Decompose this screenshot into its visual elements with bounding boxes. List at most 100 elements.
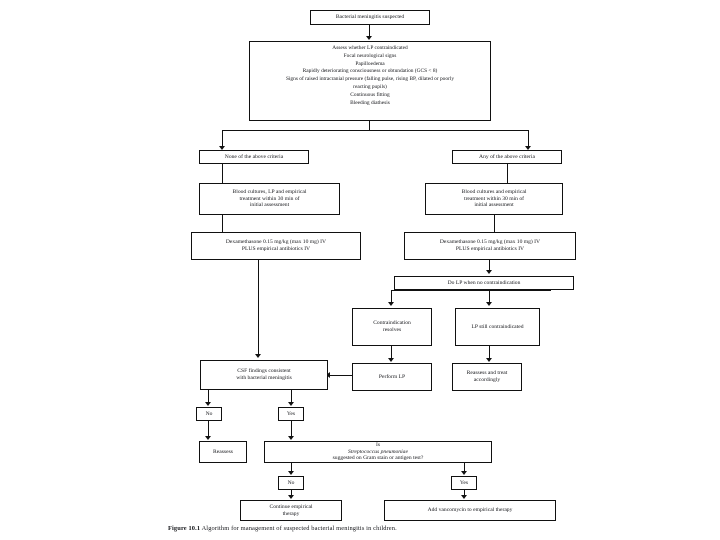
node-contraindication-resolves: Contraindication resolves: [352, 308, 432, 346]
node-label: LP still contraindicated: [471, 323, 524, 330]
connector-strep-down-yes: [464, 463, 465, 472]
node-label: Yes: [459, 479, 469, 486]
connector-csf-down-no: [208, 390, 209, 403]
connector-dolp-split-left: [391, 290, 392, 303]
node-label: Bacterial meningitis suspected: [335, 14, 405, 21]
connector-any-to-cultures: [507, 164, 508, 183]
criteria-line-7: Continuous fitting: [350, 91, 390, 98]
node-label: No: [205, 410, 213, 417]
node-right-dexamethasone: Dexamethasone 0.15 mg/kg (max 10 mg) IV …: [404, 232, 576, 260]
connector-left-cultures-to-dex: [222, 215, 223, 232]
connector-strepno-to-continue: [291, 490, 292, 497]
node-label: Perform LP: [378, 373, 406, 380]
strep-species-name: Streptococcus pneumoniae: [348, 448, 408, 455]
arrowhead-split-right: [525, 146, 531, 150]
connector-resolves-to-performlp: [391, 346, 392, 359]
node-csf-yes: Yes: [278, 407, 304, 421]
node-bacterial-meningitis-suspected: Bacterial meningitis suspected: [310, 10, 430, 25]
arrowhead-yes-to-strep: [288, 436, 294, 440]
node-label: Dexamethasone 0.15 mg/kg (max 10 mg) IV …: [439, 239, 541, 252]
criteria-lines: Assess whether LP contraindicated Focal …: [252, 45, 488, 108]
connector-split-right: [528, 130, 529, 147]
node-label: Contraindication resolves: [373, 320, 411, 333]
node-csf-no: No: [196, 407, 222, 421]
connector-right-dex-to-dolp: [489, 260, 490, 271]
node-none-of-above-criteria: None of the above criteria: [199, 150, 309, 164]
connector-stillcontra-to-reassess: [489, 346, 490, 359]
node-label: Blood cultures, LP and empirical treatme…: [232, 188, 307, 209]
connector-strepyes-to-vanc: [464, 490, 465, 497]
arrowhead-dolp-left: [388, 302, 394, 306]
node-add-vancomycin: Add vancomycin to empirical therapy: [384, 500, 556, 521]
node-reassess-and-treat: Reassess and treat accordingly: [452, 363, 522, 391]
node-left-blood-cultures: Blood cultures, LP and empirical treatme…: [199, 183, 340, 215]
connector-dolp-split-horizontal: [391, 290, 551, 291]
arrowhead-performlp-to-csf: [326, 372, 330, 378]
node-label: No: [287, 479, 295, 486]
arrowhead-strepyes-to-vanc: [461, 495, 467, 499]
node-perform-lp: Perform LP: [352, 363, 432, 391]
node-label: Yes: [286, 410, 296, 417]
node-assess-criteria: Assess whether LP contraindicated Focal …: [249, 41, 491, 121]
connector-no-to-reassess: [208, 421, 209, 437]
node-label: CSF findings consistent with bacterial m…: [236, 368, 292, 381]
node-label: Add vancomycin to empirical therapy: [427, 507, 513, 514]
criteria-line-2: Focal neurological signs: [343, 52, 397, 59]
node-label: None of the above criteria: [224, 153, 284, 160]
node-csf-findings: CSF findings consistent with bacterial m…: [200, 360, 328, 390]
connector-csf-down-yes: [291, 390, 292, 403]
arrowhead-left-dex-to-csf: [255, 354, 261, 358]
node-any-of-above-criteria: Any of the above criteria: [452, 150, 562, 164]
connector-left-dex-to-csf: [258, 260, 259, 356]
node-label: Reassess: [213, 448, 233, 455]
strep-question-prefix: Is: [375, 441, 381, 448]
figure-caption: Figure 10.1 Algorithm for management of …: [168, 525, 397, 532]
connector-strep-down-no: [291, 463, 292, 472]
arrowhead-csf-yes: [288, 402, 294, 406]
node-label: Blood cultures and empirical treatment w…: [461, 188, 527, 209]
node-label: Reassess and treat accordingly: [466, 370, 508, 383]
arrowhead-strep-no: [288, 471, 294, 475]
figure-caption-text: Algorithm for management of suspected ba…: [201, 525, 397, 532]
connector-none-to-cultures: [222, 164, 223, 183]
connector-performlp-to-csf: [328, 375, 352, 376]
node-strep-no: No: [278, 476, 304, 490]
node-label: Continue empirical therapy: [269, 503, 313, 517]
connector-right-cultures-to-dex: [494, 215, 495, 232]
node-label: Do LP when no contraindication: [447, 279, 521, 286]
criteria-line-8: Bleeding diathesis: [350, 99, 390, 106]
node-do-lp-when-no-contraindication: Do LP when no contraindication: [394, 276, 574, 290]
node-strep-yes: Yes: [451, 476, 477, 490]
arrowhead-split-left: [219, 146, 225, 150]
connector-yes-to-strep: [291, 421, 292, 437]
arrowhead-start-to-assess: [366, 36, 372, 40]
node-continue-empirical-therapy: Continue empirical therapy: [240, 500, 342, 521]
arrowhead-right-dex-to-dolp: [486, 270, 492, 274]
node-reassess: Reassess: [199, 441, 247, 463]
criteria-line-6: reacting pupils): [353, 84, 387, 91]
arrowhead-dolp-right: [486, 302, 492, 306]
node-right-blood-cultures: Blood cultures and empirical treatment w…: [425, 183, 563, 215]
figure-number: Figure 10.1: [168, 525, 201, 532]
criteria-line-3: Papilloedema: [355, 60, 385, 67]
strep-question-suffix: suggested on Gram stain or antigen test?: [332, 455, 424, 462]
connector-dolp-split-right: [489, 290, 490, 303]
node-left-dexamethasone: Dexamethasone 0.15 mg/kg (max 10 mg) IV …: [191, 232, 361, 260]
criteria-line-1: Assess whether LP contraindicated: [332, 45, 408, 51]
node-label: Dexamethasone 0.15 mg/kg (max 10 mg) IV …: [225, 239, 327, 252]
criteria-line-4: Rapidly deteriorating consciousness or o…: [302, 68, 438, 75]
node-label: Any of the above criteria: [479, 153, 535, 160]
node-strep-question: Is Streptococcus pneumoniae suggested on…: [264, 441, 492, 463]
arrowhead-strepno-to-continue: [288, 495, 294, 499]
node-label-group: Is Streptococcus pneumoniae suggested on…: [267, 442, 489, 462]
criteria-line-5: Signs of raised intracranial pressure (f…: [285, 76, 455, 83]
connector-assess-down: [369, 121, 370, 130]
arrowhead-no-to-reassess: [205, 436, 211, 440]
connector-split-horizontal: [222, 130, 528, 131]
connector-start-to-assess: [369, 25, 370, 37]
arrowhead-resolves-to-performlp: [388, 358, 394, 362]
arrowhead-stillcontra-to-reassess: [486, 358, 492, 362]
arrowhead-strep-yes: [461, 471, 467, 475]
connector-split-left: [222, 130, 223, 147]
